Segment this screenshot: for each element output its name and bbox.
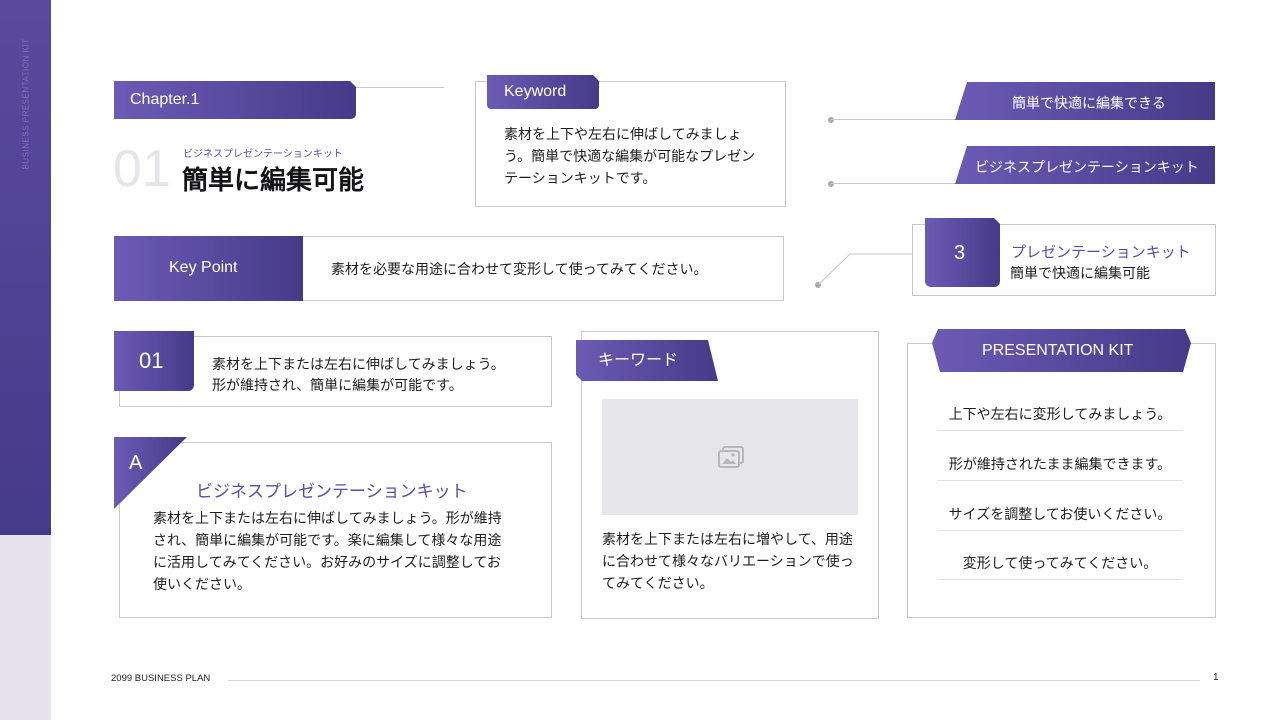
keypoint-label: Key Point [169,259,238,276]
number-card-title: プレゼンテーションキット [1011,243,1191,261]
keyword-text: 素材を上下や左右に伸ばしてみましょう。簡単で快適な編集が可能なプレゼンテーション… [504,127,756,187]
card-a-text: 素材を上下または左右に伸ばしてみましょう。形が維持され、簡単に編集が可能です。楽… [153,511,502,593]
sidebar-vertical-label: BUSINESS PRESENTATION KIT [21,38,31,170]
presentation-list-item: 変形して使ってみてください。 [937,554,1183,580]
number-card-subtitle: 簡単で快適に編集可能 [1010,266,1150,282]
ribbon-second-line [831,183,961,184]
ribbon-second-label: ビジネスプレゼンテーションキット [975,160,1199,176]
ribbon-second: ビジネスプレゼンテーションキット [955,146,1215,184]
presentation-list-item: サイズを調整してお使いください。 [937,505,1183,531]
keyword-card-tab-label: キーワード [598,350,679,369]
presentation-card-tab-label: PRESENTATION KIT [982,342,1134,359]
keyword-card-tab: キーワード [576,340,718,381]
page-title: 簡単に編集可能 [182,166,365,196]
card-01-number: 01 [139,348,164,373]
card-a-title: ビジネスプレゼンテーションキット [196,482,468,502]
footer-left-label: 2099 BUSINESS PLAN [111,673,211,684]
keyword-tab: Keyword [487,75,599,109]
chapter-tab: Chapter.1 [114,81,360,119]
section-number: 01 [113,140,171,198]
card-01-text-line2: 形が維持され、簡単に編集が可能です。 [212,378,463,394]
ribbon-top-dot [828,117,834,123]
page-number: 1 [1213,672,1219,683]
keyword-tab-label: Keyword [504,83,567,100]
card-01-badge: 01 [114,331,194,391]
sidebar-accent-bar [0,0,51,535]
keypoint-label-block: Key Point [114,236,303,301]
page-subtitle: ビジネスプレゼンテーションキット [183,149,343,160]
keyword-card-text: 素材を上下または左右に増やして、用途に合わせて様々なバリエーションで使ってみてく… [602,532,854,592]
keypoint-text: 素材を必要な用途に合わせて変形して使ってみてください。 [331,262,708,278]
image-placeholder [602,399,858,515]
ribbon-top-label: 簡単で快適に編集できる [1012,96,1166,112]
number-card-badge: 3 [925,218,1000,287]
card-01-text-line1: 素材を上下または左右に伸ばしてみましょう。 [212,357,505,373]
connector-line [817,253,914,286]
footer-rule [228,680,1200,681]
presentation-card-tab: PRESENTATION KIT [932,329,1191,372]
image-placeholder-icon [718,446,744,468]
presentation-list: 上下や左右に変形してみましょう。 形が維持されたまま編集できます。 サイズを調整… [907,343,1216,618]
card-a [119,442,552,618]
presentation-list-item: 上下や左右に変形してみましょう。 [937,405,1183,431]
presentation-list-item: 形が維持されたまま編集できます。 [937,455,1183,481]
chapter-rule [356,87,444,88]
card-a-letter: A [129,452,143,474]
ribbon-top: 簡単で快適に編集できる [955,82,1215,120]
chapter-label: Chapter.1 [130,91,200,108]
ribbon-second-dot [828,181,834,187]
ribbon-top-line [831,119,961,120]
number-card-number: 3 [954,242,966,264]
